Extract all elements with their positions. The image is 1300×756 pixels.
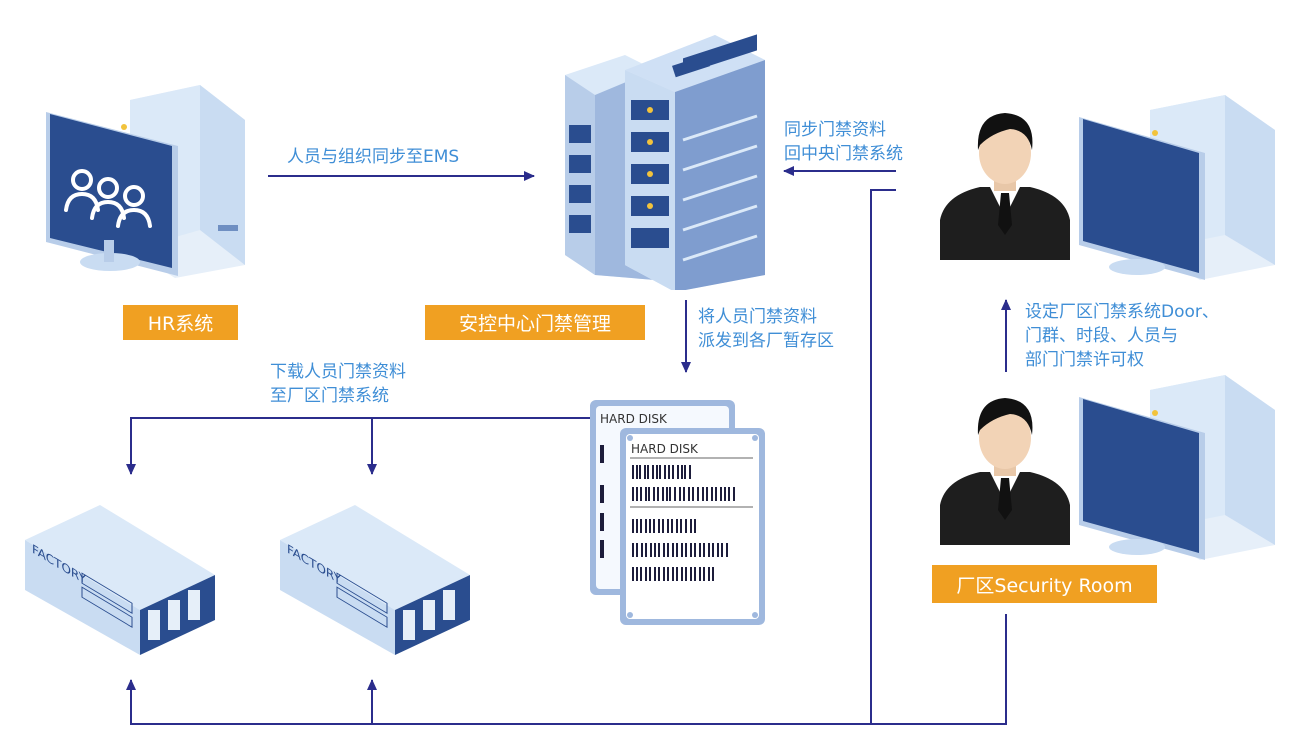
businessman-icon: [940, 113, 1070, 260]
caption-sync-ems: 人员与组织同步至EMS: [287, 147, 460, 167]
line-bottom-loop: [126, 614, 1007, 725]
security-room-label: 厂区Security Room: [932, 565, 1157, 603]
line-download-trunk: [126, 417, 596, 475]
hr-computer-icon: [46, 85, 245, 278]
caption-dispatch-2: 派发到各厂暂存区: [698, 331, 834, 351]
factory-icon: FACTORY: [280, 505, 470, 655]
line-right-trunk: [870, 189, 896, 724]
businessman-icon: [940, 398, 1070, 545]
hard-disk-icon: HARD DISK HARD DISK: [590, 400, 765, 625]
monitor-icon: [1079, 375, 1275, 560]
caption-dispatch-1: 将人员门禁资料: [698, 307, 817, 327]
server-rack-icon: [565, 34, 765, 290]
caption-config-2: 门群、时段、人员与: [1025, 326, 1178, 346]
caption-config-1: 设定厂区门禁系统Door、: [1025, 302, 1219, 322]
security-center-label: 安控中心门禁管理: [425, 305, 645, 340]
factory-icon: FACTORY: [25, 505, 215, 655]
users-icon: [64, 169, 152, 228]
caption-download-1: 下载人员门禁资料: [270, 362, 406, 382]
hr-system-label: HR系统: [123, 305, 238, 340]
monitor-icon: [1079, 95, 1275, 280]
caption-download-2: 至厂区门禁系统: [270, 386, 389, 406]
caption-sync-back-1: 同步门禁资料: [784, 120, 886, 140]
disk-label-front: HARD DISK: [631, 442, 699, 456]
caption-config-3: 部门门禁许可权: [1025, 350, 1144, 370]
disk-label-back: HARD DISK: [600, 412, 668, 426]
caption-sync-back-2: 回中央门禁系统: [784, 144, 903, 164]
